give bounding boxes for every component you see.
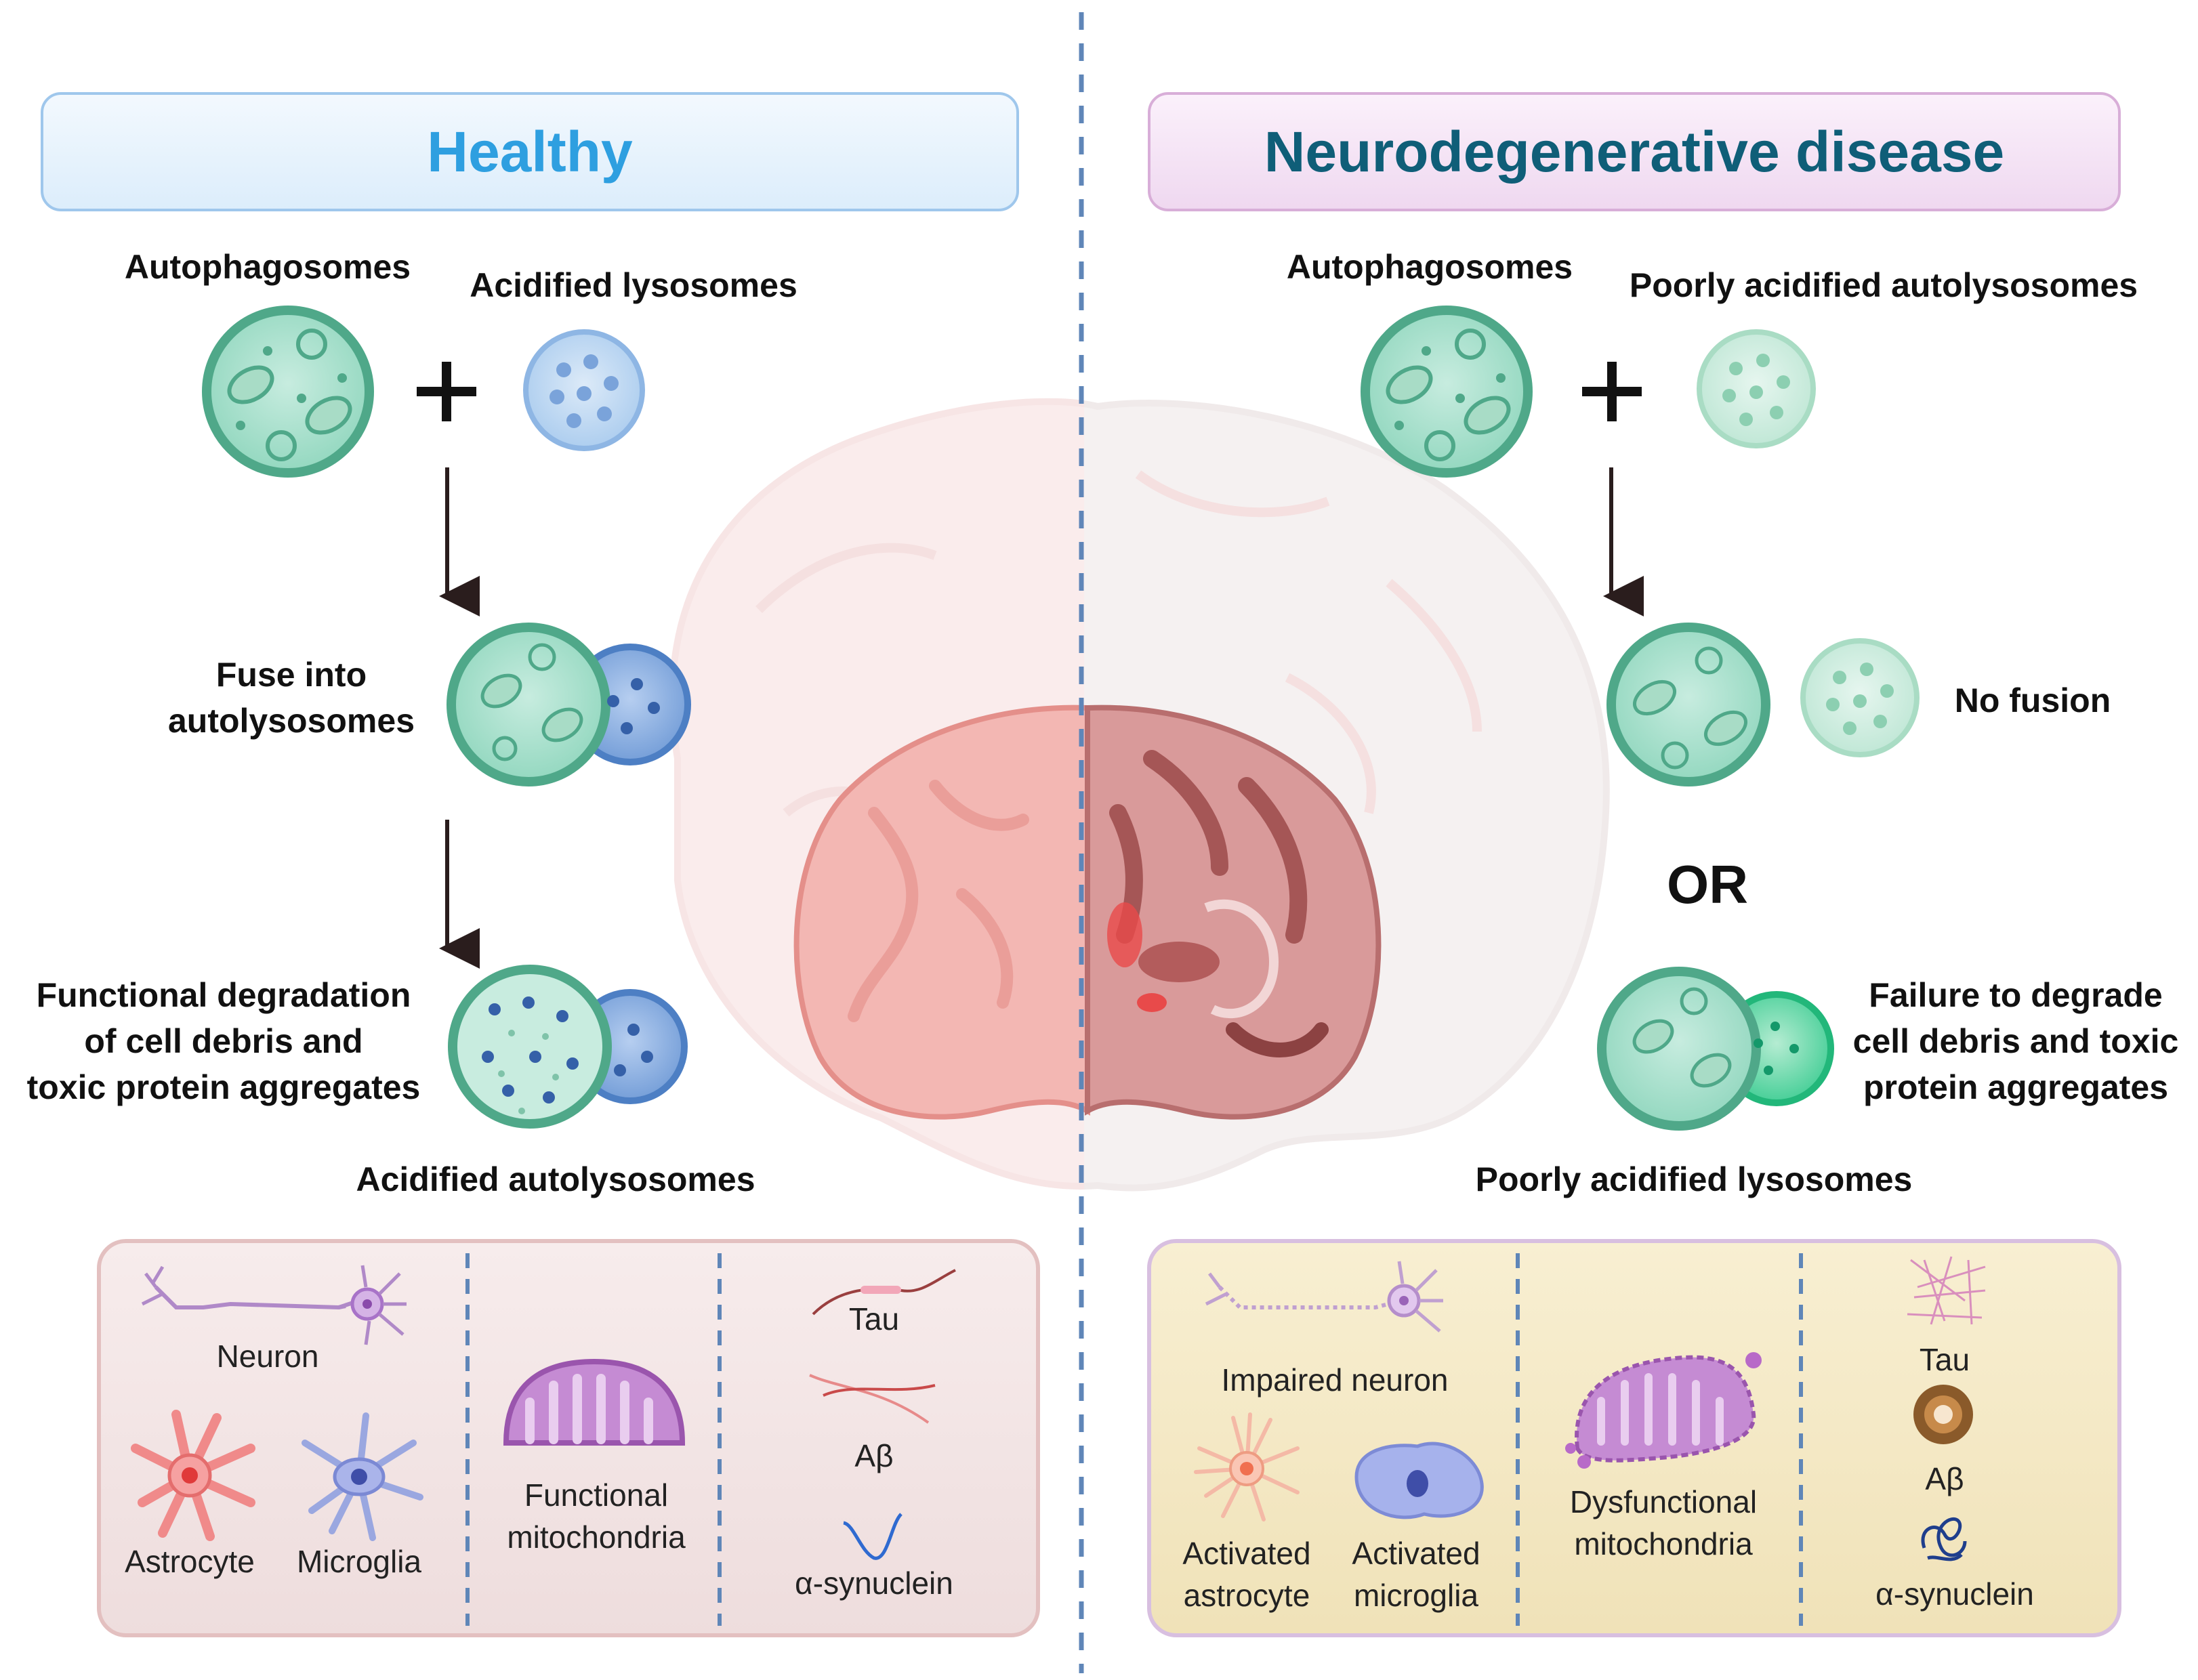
abeta-icon xyxy=(809,1374,936,1424)
legend-abeta-label: Aβ xyxy=(854,1438,894,1473)
legend-asyn-label: α-synuclein xyxy=(795,1566,953,1601)
healthy-autophagosome xyxy=(202,306,374,478)
disease-banner-bg xyxy=(1148,92,2121,211)
legend-tau-label: Tau xyxy=(848,1301,900,1337)
failure-label: Failure to degrade cell debris and toxic… xyxy=(1852,976,2179,1106)
abeta-plaque-icon xyxy=(1913,1385,1973,1444)
legend-microglia-label: Microglia xyxy=(296,1544,422,1579)
legend-impaired-neuron-label: Impaired neuron xyxy=(1221,1362,1449,1398)
dysfunctional-mitochondria-icon xyxy=(1565,1352,1762,1469)
legend-disease-tau-label: Tau xyxy=(1919,1342,1970,1377)
disease-autophagosomes-label: Autophagosomes xyxy=(1286,248,1573,286)
disease-title: Neurodegenerative disease xyxy=(1264,119,2005,184)
healthy-acidified-lysosome xyxy=(523,329,645,451)
healthy-acidified-autolysosome xyxy=(448,965,688,1129)
legend-astrocyte-label: Astrocyte xyxy=(125,1544,255,1579)
fuse-label: Fuse into autolysosomes xyxy=(167,656,415,740)
legend-disease-asyn-label: α-synuclein xyxy=(1875,1576,2034,1612)
disease-poorly-acidified-lysosome xyxy=(1697,329,1816,448)
brain-slice xyxy=(793,705,1382,1120)
or-label: OR xyxy=(1667,854,1748,915)
healthy-title: Healthy xyxy=(427,119,633,184)
legend-activated-astrocyte-label: Activated astrocyte xyxy=(1182,1536,1311,1613)
legend-activated-microglia-label: Activated microglia xyxy=(1352,1536,1480,1613)
poorly-acidified-lysosomes-label: Poorly acidified lysosomes xyxy=(1475,1160,1913,1198)
activated-astrocyte-icon xyxy=(1194,1412,1300,1521)
microglia-icon xyxy=(302,1412,423,1541)
impaired-neuron-icon xyxy=(1205,1261,1443,1332)
legend-disease-abeta-label: Aβ xyxy=(1925,1461,1964,1496)
healthy-acidified-lysosomes-label: Acidified lysosomes xyxy=(470,266,797,304)
healthy-autophagosomes-label: Autophagosomes xyxy=(124,248,411,286)
acidified-autolysosomes-label: Acidified autolysosomes xyxy=(356,1160,755,1198)
disease-autophagosome-no-fusion xyxy=(1606,623,1770,786)
tau-icon xyxy=(812,1269,956,1316)
poorly-acidified-autolysosomes-label: Poorly acidified autolysosomes xyxy=(1629,266,2138,304)
healthy-banner-bg xyxy=(41,92,1019,211)
alpha-synuclein-icon xyxy=(843,1513,903,1560)
neuron-icon xyxy=(141,1265,407,1345)
healthy-plus-sign xyxy=(417,362,476,421)
legend-dysfunctional-mitochondria-label: Dysfunctional mitochondria xyxy=(1569,1484,1758,1561)
disease-lysosome-no-fusion xyxy=(1800,638,1920,757)
disease-plus-sign xyxy=(1582,362,1642,421)
functional-degradation-label: Functional degradation of cell debris an… xyxy=(26,976,421,1106)
healthy-fused-autolysosome xyxy=(447,623,691,786)
astrocyte-icon xyxy=(131,1410,255,1541)
functional-mitochondria-icon xyxy=(503,1358,686,1446)
legend-functional-mitochondria-label: Functional mitochondria xyxy=(507,1477,686,1555)
legend-neuron-label: Neuron xyxy=(216,1339,319,1374)
activated-microglia-icon xyxy=(1354,1442,1484,1519)
alpha-synuclein-aggregate-icon xyxy=(1921,1517,1967,1561)
disease-failed-autolysosome xyxy=(1597,967,1834,1131)
disease-autophagosome xyxy=(1361,306,1533,478)
tau-tangle-icon xyxy=(1907,1256,1986,1325)
no-fusion-label: No fusion xyxy=(1954,681,2111,719)
